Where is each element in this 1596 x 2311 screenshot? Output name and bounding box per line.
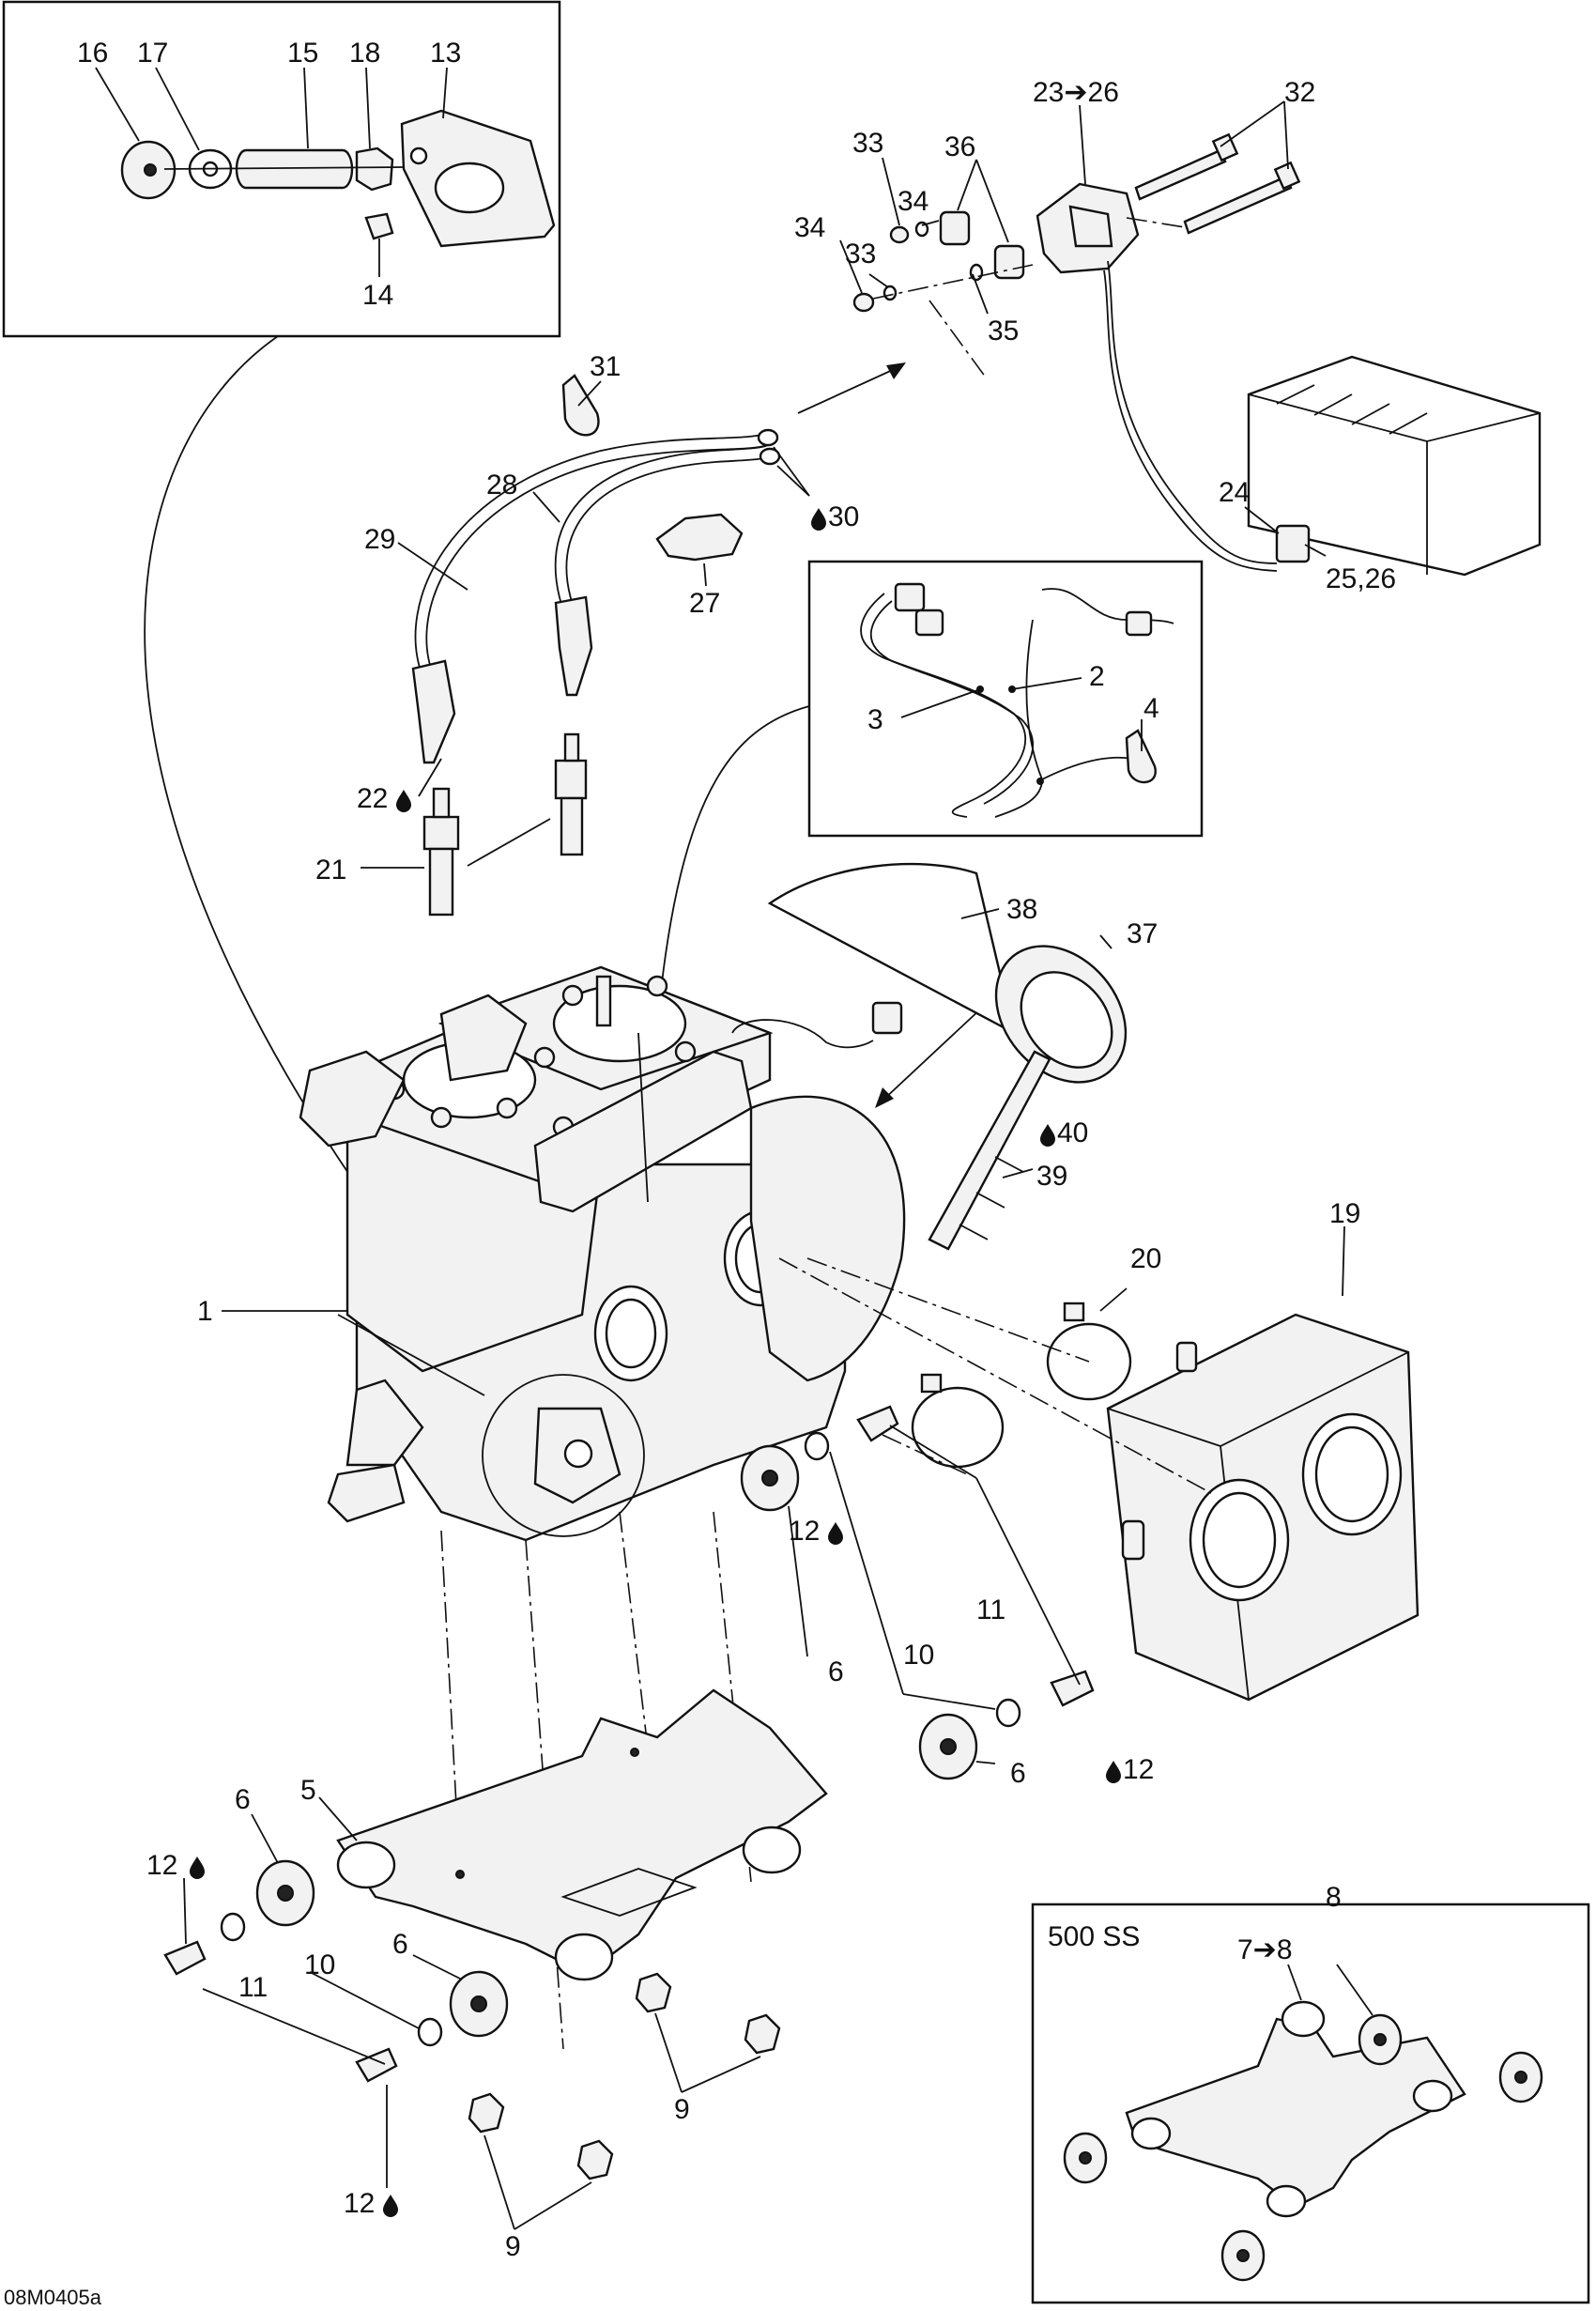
label-9-bottom: 9 xyxy=(505,2231,521,2262)
label-2: 2 xyxy=(1089,661,1105,692)
label-3: 3 xyxy=(867,704,883,735)
label-11-bottom: 11 xyxy=(238,1972,268,2003)
label-17: 17 xyxy=(137,38,168,69)
label-1: 1 xyxy=(197,1296,213,1327)
inset-500ss-parts xyxy=(1063,1964,1543,2282)
label-12-right: 12 xyxy=(1123,1754,1154,1785)
label-37: 37 xyxy=(1127,918,1158,949)
inset-box-harness xyxy=(807,560,1204,838)
label-25-26: 25,26 xyxy=(1326,563,1396,594)
label-28: 28 xyxy=(486,470,517,501)
label-11-top: 11 xyxy=(976,1595,1005,1625)
label-5: 5 xyxy=(300,1775,316,1806)
label-30: 30 xyxy=(828,501,859,532)
label-39: 39 xyxy=(1036,1161,1067,1192)
ignition-coil-group xyxy=(839,100,1542,577)
label-38: 38 xyxy=(1006,894,1037,925)
label-6-right: 6 xyxy=(1010,1758,1026,1789)
inset-box-top-left xyxy=(2,0,561,338)
label-36: 36 xyxy=(944,131,975,162)
label-22: 22 xyxy=(357,783,388,814)
label-10-bottom: 10 xyxy=(304,1949,335,1980)
label-14: 14 xyxy=(362,280,393,311)
label-16: 16 xyxy=(77,38,108,69)
lubricant-drop-icon xyxy=(190,1857,205,1879)
label-23-26: 23➔26 xyxy=(1033,77,1119,108)
lubricant-drop-icon xyxy=(811,508,826,531)
label-6-left: 6 xyxy=(235,1784,251,1815)
tachometer-cable-group xyxy=(767,862,1128,1251)
label-15: 15 xyxy=(287,38,318,69)
label-12-left: 12 xyxy=(146,1850,177,1881)
label-21: 21 xyxy=(315,855,346,886)
label-34-bottom: 34 xyxy=(794,212,825,243)
label-4: 4 xyxy=(1143,693,1159,724)
spark-plugs xyxy=(361,732,588,917)
label-31: 31 xyxy=(590,351,621,382)
lubricant-drop-icon xyxy=(828,1522,843,1545)
drawing-id: 08M0405a xyxy=(4,2286,102,2309)
label-18: 18 xyxy=(349,38,380,69)
label-40: 40 xyxy=(1057,1117,1088,1148)
label-24: 24 xyxy=(1219,477,1250,508)
lubricant-drop-icon xyxy=(1106,1761,1121,1783)
label-19: 19 xyxy=(1329,1198,1360,1229)
label-10-top: 10 xyxy=(903,1640,934,1671)
label-7-8: 7➔8 xyxy=(1237,1934,1293,1965)
direction-arrow-to-coil xyxy=(797,362,906,414)
engine-mount xyxy=(163,1405,1095,2230)
lubricant-drop-icon xyxy=(396,790,411,812)
label-27: 27 xyxy=(689,588,720,619)
label-12-top: 12 xyxy=(789,1516,820,1547)
label-34-top: 34 xyxy=(898,186,928,217)
label-35: 35 xyxy=(988,316,1019,347)
label-12-bottom: 12 xyxy=(344,2188,375,2219)
inset-top-left-parts xyxy=(95,67,556,277)
lubricant-drop-icon xyxy=(383,2195,398,2217)
label-13: 13 xyxy=(430,38,461,69)
label-9-right: 9 xyxy=(674,2094,690,2125)
label-8: 8 xyxy=(1326,1882,1342,1913)
label-20: 20 xyxy=(1130,1243,1161,1274)
label-33-bottom: 33 xyxy=(845,239,876,270)
label-29: 29 xyxy=(364,524,395,555)
label-6-center: 6 xyxy=(392,1929,408,1960)
carburetor-assembly xyxy=(778,1225,1420,1702)
inset-box-500ss xyxy=(1031,1903,1590,2304)
engine-assembly xyxy=(222,965,996,1542)
wiring-harness xyxy=(860,582,1174,818)
label-32: 32 xyxy=(1284,77,1315,108)
spark-plug-wires xyxy=(397,374,810,764)
label-33-top: 33 xyxy=(852,128,883,159)
label-6-top: 6 xyxy=(828,1656,844,1687)
inset-title-500ss: 500 SS xyxy=(1048,1921,1140,1952)
lubricant-drop-icon xyxy=(1040,1124,1055,1147)
